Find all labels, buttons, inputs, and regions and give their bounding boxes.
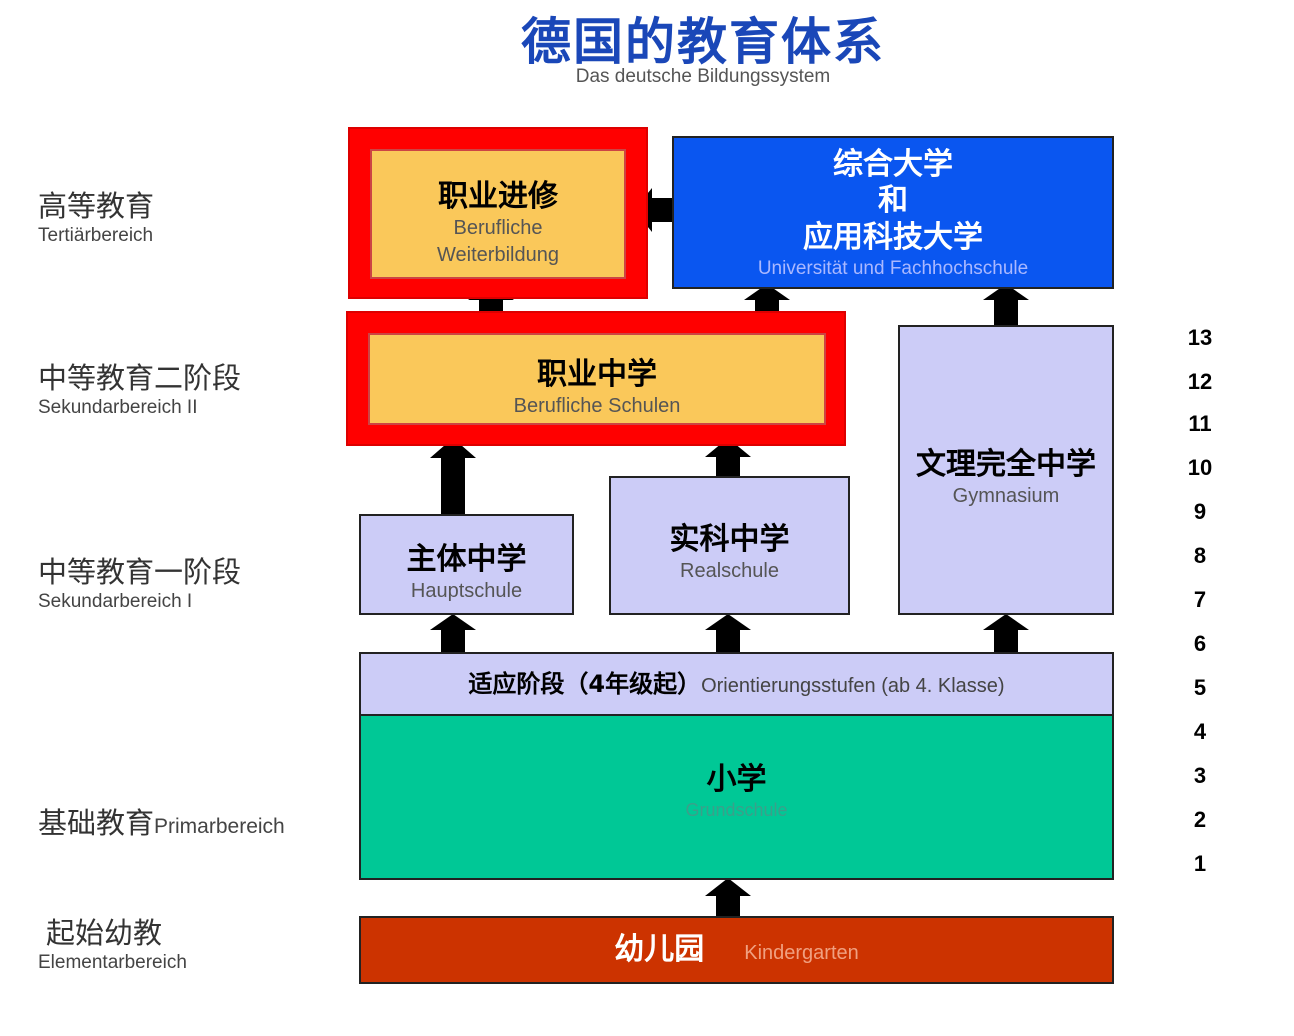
arrow-up-icon	[705, 438, 751, 477]
realschule-zh: 实科中学	[669, 522, 790, 557]
weiterbildung-de-line1: Berufliche	[453, 217, 543, 239]
grade-5: 5	[1193, 675, 1207, 700]
grundschule-box: 小学 Grundschule	[359, 714, 1114, 880]
hauptschule-box: 主体中学 Hauptschule	[359, 514, 574, 615]
grade-1: 1	[1193, 851, 1207, 876]
level-label-de: Sekundarbereich I	[38, 591, 193, 612]
university-zh-line1: 综合大学	[833, 147, 953, 182]
hauptschule-de: Hauptschule	[410, 580, 523, 602]
level-label-zh: 中等教育二阶段	[38, 361, 242, 395]
level-elementary: 起始幼教 Elementarbereich	[38, 910, 187, 974]
weiterbildung-de-line2: Weiterbildung	[437, 244, 559, 266]
arrow-up-icon	[430, 438, 476, 514]
level-secondary-2: 中等教育二阶段 Sekundarbereich II	[38, 355, 241, 419]
level-label-de: Tertiärbereich	[38, 225, 154, 246]
university-de: Universität und Fachhochschule	[757, 258, 1029, 279]
grade-7: 7	[1193, 587, 1207, 612]
arrow-up-icon	[983, 614, 1029, 653]
level-tertiary: 高等教育 Tertiärbereich	[38, 183, 154, 247]
grade-3: 3	[1193, 763, 1207, 788]
level-primary: 基础教育Primarbereich	[38, 800, 285, 842]
arrow-up-icon	[983, 284, 1029, 326]
orientierung-box: 适应阶段（4年级起）Orientierungsstufen (ab 4. Kla…	[359, 652, 1114, 716]
gymnasium-zh: 文理完全中学	[916, 447, 1096, 482]
arrow-up-icon	[705, 878, 751, 917]
page-subtitle: Das deutsche Bildungssystem	[575, 66, 831, 87]
kindergarten-de: Kindergarten	[744, 942, 859, 964]
grade-12: 12	[1187, 369, 1213, 394]
grundschule-zh: 小学	[706, 762, 767, 797]
berufsschule-de: Berufliche Schulen	[513, 395, 681, 417]
weiterbildung-box: 职业进修 Berufliche Weiterbildung	[370, 149, 626, 279]
university-zh-line3: 应用科技大学	[803, 220, 983, 255]
orientierung-de: Orientierungsstufen (ab 4. Klasse)	[701, 675, 1005, 697]
gymnasium-box: 文理完全中学 Gymnasium	[898, 325, 1114, 615]
university-zh-line2: 和	[878, 183, 908, 218]
arrow-up-icon	[430, 614, 476, 653]
weiterbildung-zh: 职业进修	[438, 179, 558, 214]
arrow-up-icon	[705, 614, 751, 653]
grade-4: 4	[1193, 719, 1207, 744]
hauptschule-zh: 主体中学	[406, 542, 527, 577]
realschule-box: 实科中学 Realschule	[609, 476, 850, 615]
kindergarten-zh: 幼儿园	[614, 932, 705, 967]
berufsschule-zh: 职业中学	[537, 357, 657, 392]
level-label-zh: 高等教育	[38, 189, 155, 223]
realschule-de: Realschule	[680, 560, 779, 582]
grade-8: 8	[1193, 543, 1207, 568]
grade-9: 9	[1193, 499, 1207, 524]
grade-2: 2	[1193, 807, 1207, 832]
kindergarten-box: 幼儿园 Kindergarten	[359, 916, 1114, 984]
weiterbildung-frame: 职业进修 Berufliche Weiterbildung	[348, 127, 648, 299]
grundschule-de: Grundschule	[685, 800, 788, 820]
level-label-zh: 基础教育	[38, 806, 155, 840]
level-label-de: Elementarbereich	[38, 952, 187, 973]
grade-13: 13	[1187, 325, 1213, 350]
university-box: 综合大学 和 应用科技大学 Universität und Fachhochsc…	[672, 136, 1114, 289]
level-label-zh: 起始幼教	[46, 916, 163, 950]
grade-6: 6	[1193, 631, 1207, 656]
grade-11: 11	[1188, 411, 1212, 436]
berufsschule-box: 职业中学 Berufliche Schulen	[368, 333, 826, 425]
level-label-de: Sekundarbereich II	[38, 397, 198, 418]
page-title: 德国的教育体系	[521, 13, 885, 71]
level-label-zh: 中等教育一阶段	[38, 555, 242, 589]
grade-10: 10	[1187, 455, 1213, 480]
orientierung-zh: 适应阶段（4年级起）	[468, 670, 702, 698]
berufsschule-frame: 职业中学 Berufliche Schulen	[346, 311, 846, 446]
level-secondary-1: 中等教育一阶段 Sekundarbereich I	[38, 549, 241, 613]
gymnasium-de: Gymnasium	[952, 485, 1060, 507]
level-label-de: Primarbereich	[154, 815, 285, 838]
